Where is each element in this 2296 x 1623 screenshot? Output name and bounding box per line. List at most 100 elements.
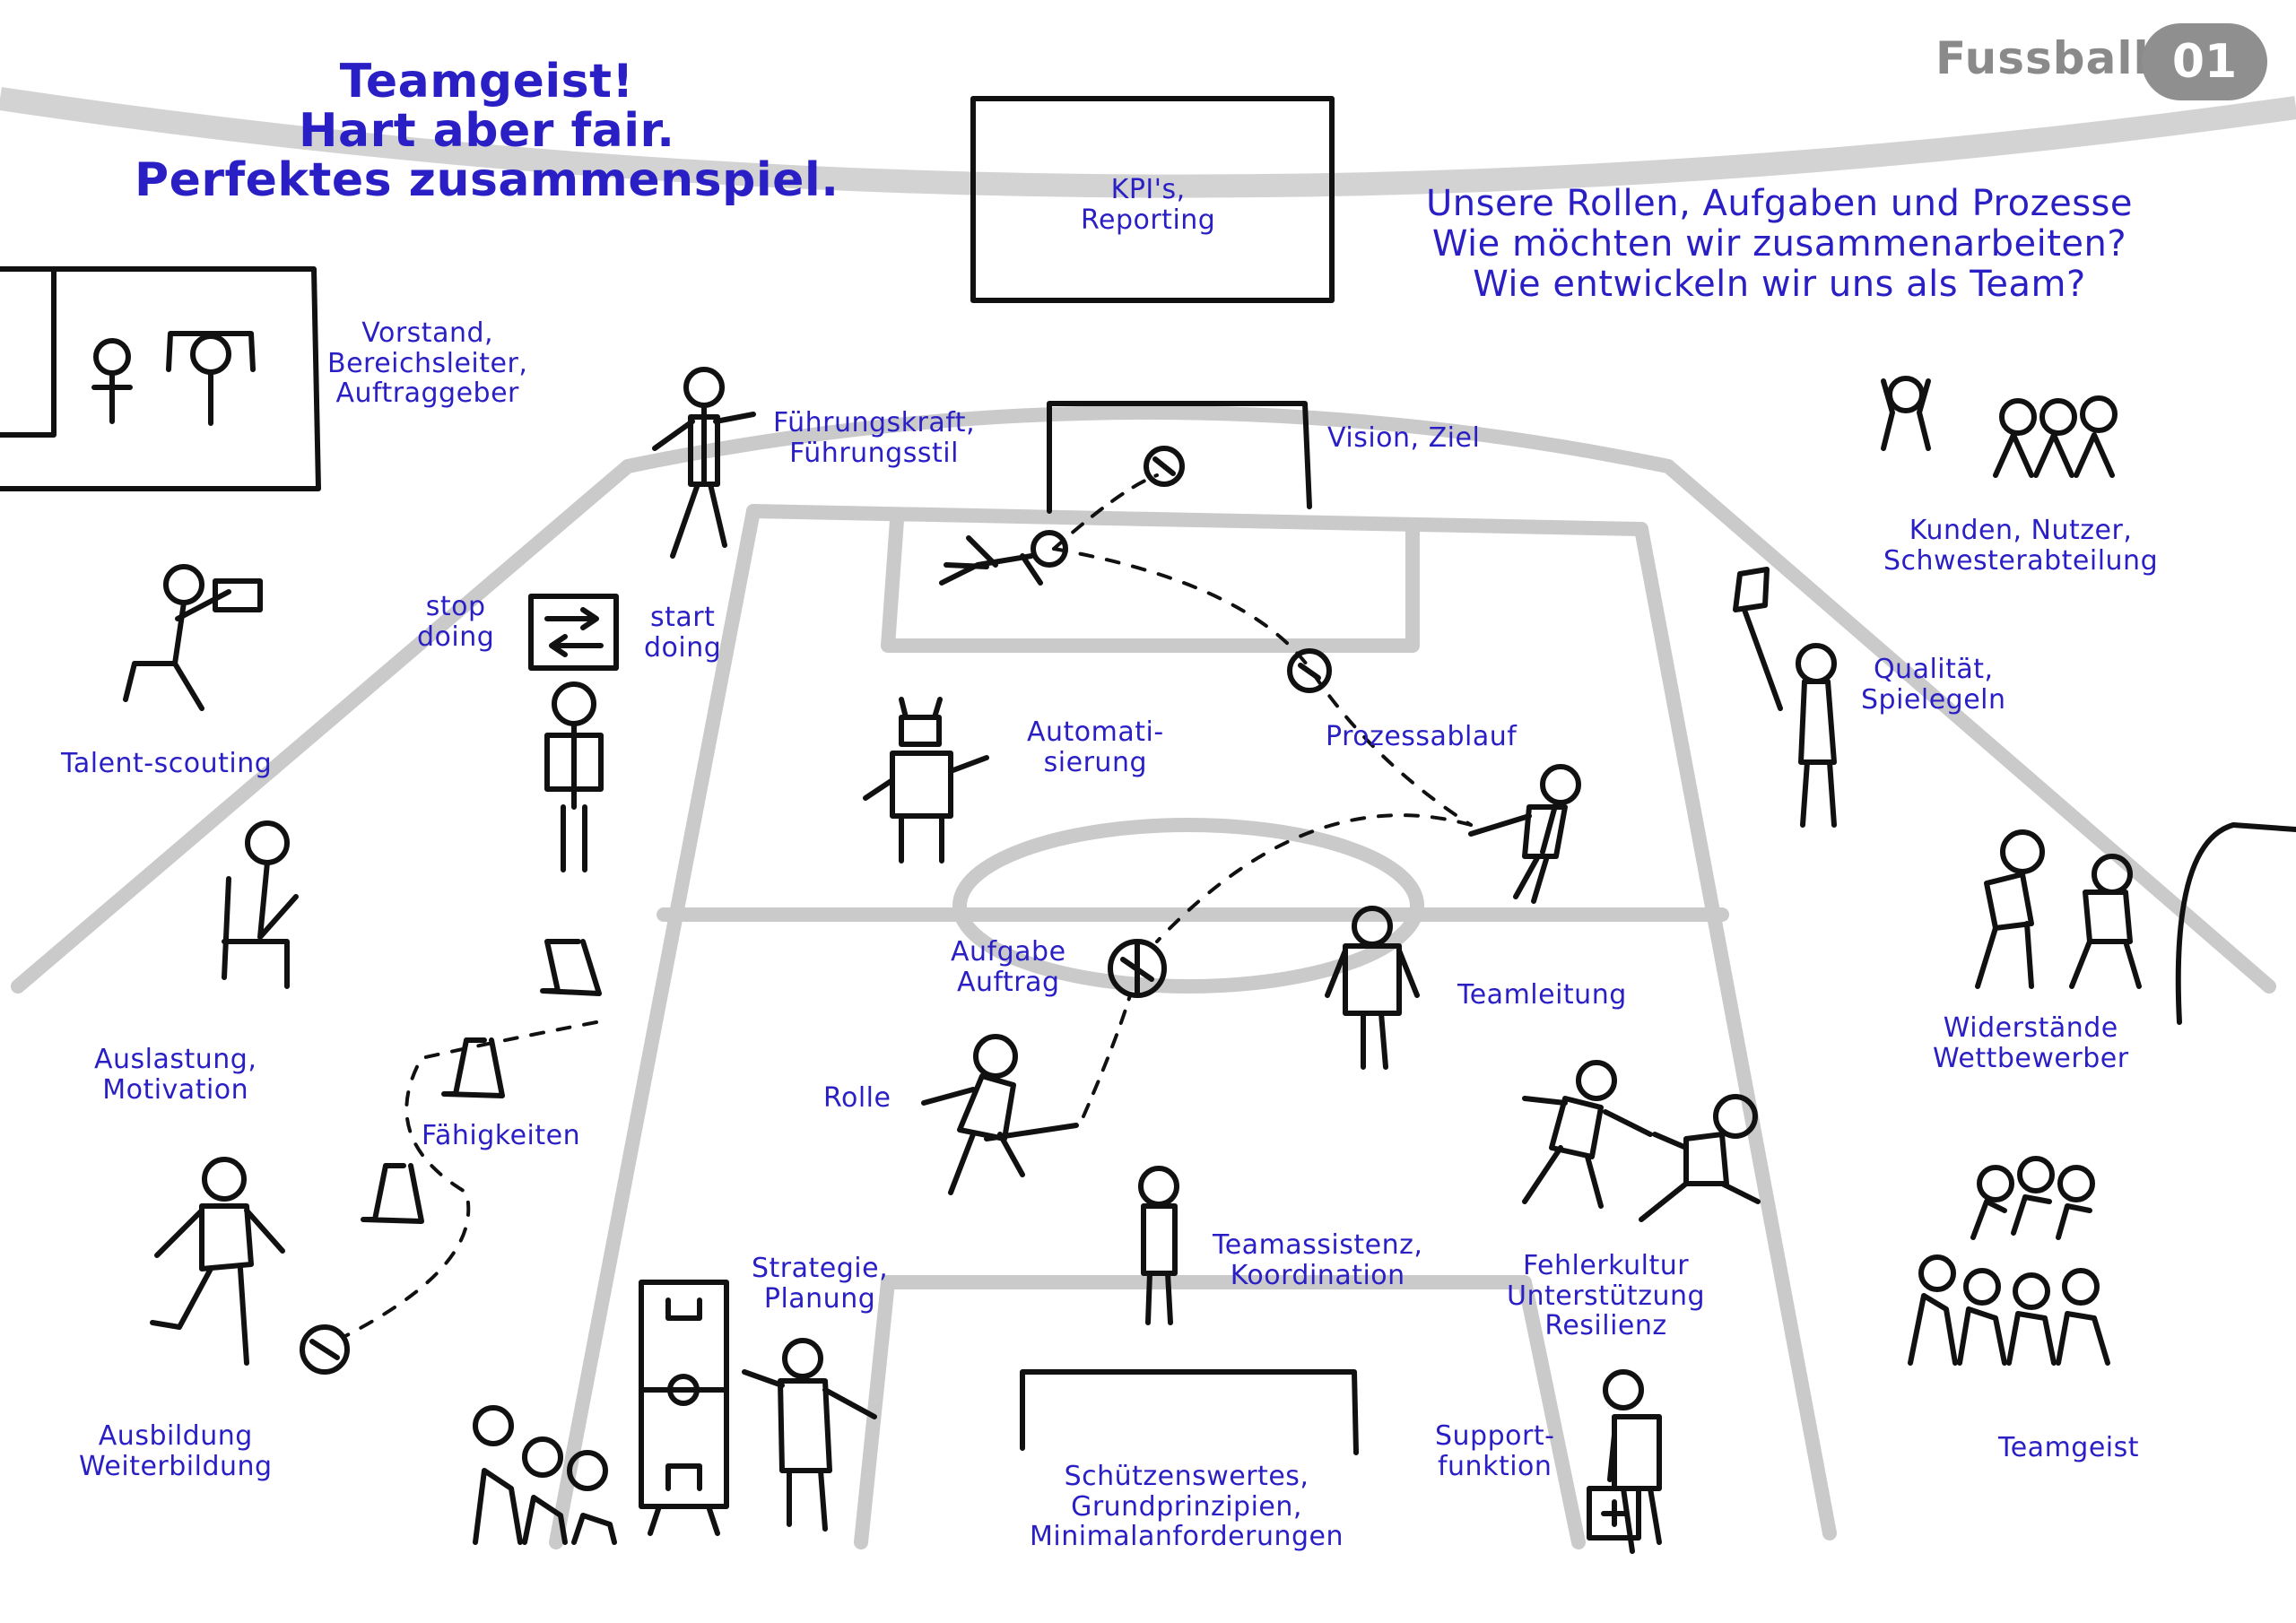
inner-far-line: [746, 504, 1648, 536]
label-line: Aufgabe: [951, 936, 1066, 968]
label-line: Koordination: [1230, 1259, 1405, 1291]
inner-right-line: [1634, 522, 1837, 1541]
support-helper-figure: [1587, 1369, 1662, 1554]
label-line: Schützenswertes,: [1064, 1461, 1309, 1492]
label-line: Strategie,: [752, 1253, 889, 1284]
manager-figure: [652, 367, 756, 559]
pitch-far-line: [621, 405, 1675, 473]
label-line: Bereichsleiter,: [327, 347, 528, 379]
team-assistant-figure: [1138, 1166, 1179, 1325]
label-line: Fehlerkultur: [1522, 1250, 1690, 1281]
seated-person-figure: [222, 820, 299, 989]
label-fehlerkultur: Fehlerkultur Unterstützung Resilienz: [1507, 1251, 1705, 1341]
far-goal: [1047, 401, 1312, 514]
label-line: Unterstützung: [1507, 1280, 1706, 1312]
team-lead-figure: [1325, 906, 1420, 1070]
question-line: Wie entwickeln wir uns als Team?: [1473, 263, 2086, 305]
competitors-figure: [1975, 822, 2296, 1025]
label-line: Planung: [763, 1282, 876, 1315]
referee-figure: [1733, 567, 1837, 828]
label-line: Teamgeist: [1998, 1432, 2140, 1463]
talent-scout-figure: [123, 564, 263, 711]
label-line: doing: [417, 621, 495, 653]
slogan-line: Teamgeist!: [339, 55, 634, 108]
label-line: Grundprinzipien,: [1071, 1490, 1302, 1523]
page-number-badge: 01: [2142, 23, 2267, 100]
label-line: KPI's,: [1110, 174, 1186, 205]
label-faehigkeiten: Fähigkeiten: [422, 1121, 580, 1151]
label-line: Prozessablauf: [1326, 721, 1518, 752]
audience-left-figure: [473, 1405, 617, 1545]
sketch-elements: [0, 96, 2296, 1554]
label-rolle: Rolle: [823, 1083, 891, 1114]
kpi-scoreboard: [970, 96, 1335, 303]
far-penalty-box: [881, 513, 1420, 653]
label-line: Fähigkeiten: [422, 1120, 581, 1151]
trajectory-pass: [1155, 813, 1473, 943]
label-line: Qualität,: [1873, 654, 1994, 685]
label-line: Talent-scouting: [61, 748, 273, 779]
process-player-figure: [1468, 764, 1581, 904]
label-line: doing: [644, 631, 722, 664]
ball-icon-mid: [1287, 648, 1332, 693]
pitch-left-sideline: [11, 459, 635, 994]
label-qualitaet: Qualität, Spielegeln: [1861, 655, 2006, 715]
label-start-doing: start doing: [644, 603, 721, 663]
label-teamleitung: Teamleitung: [1457, 980, 1627, 1011]
slogan-line: Hart aber fair.: [298, 104, 675, 159]
ball-icon-far: [1144, 446, 1185, 487]
label-support: Support- funktion: [1435, 1421, 1554, 1481]
label-fuehrung: Führungskraft, Führungsstil: [773, 408, 975, 468]
label-line: Spielegeln: [1861, 683, 2006, 716]
label-line: Vision, Ziel: [1327, 422, 1481, 454]
helping-players-figure: [1522, 1060, 1761, 1222]
label-line: Vorstand,: [361, 317, 494, 349]
label-ausbildung: Ausbildung Weiterbildung: [79, 1421, 273, 1481]
slogan-line: Perfektes zusammenspiel.: [135, 153, 839, 208]
label-line: Führungskraft,: [773, 407, 976, 438]
robot-figure: [863, 697, 989, 864]
ball-icon-center: [1108, 939, 1167, 998]
label-line: Weiterbildung: [79, 1450, 273, 1482]
pitch-right-sideline: [1661, 459, 2276, 994]
near-goal: [1020, 1369, 1359, 1455]
label-line: sierung: [1043, 746, 1147, 778]
label-teamgeist: Teamgeist: [1998, 1433, 2139, 1463]
label-auslastung: Auslastung, Motivation: [94, 1045, 257, 1105]
label-line: Auftraggeber: [335, 378, 519, 410]
label-line: Minimalanforderungen: [1030, 1521, 1344, 1553]
crowd-teamgeist-figure: [1908, 1156, 2110, 1366]
pitch-lines: [11, 405, 2276, 1549]
vip-person-right-icon: [166, 331, 256, 426]
label-line: Führungsstil: [789, 437, 959, 469]
label-line: Auftrag: [956, 966, 1060, 998]
label-line: Rolle: [823, 1082, 891, 1114]
ball-icon-left: [300, 1324, 350, 1375]
label-schuetzenswertes: Schützenswertes, Grundprinzipien, Minima…: [1030, 1462, 1344, 1552]
vip-person-left-icon: [91, 338, 133, 424]
near-penalty-box: [881, 1275, 1586, 1549]
label-teamassistenz: Teamassistenz, Koordination: [1213, 1230, 1422, 1290]
trajectory-head: [1052, 473, 1159, 551]
label-line: Resilienz: [1544, 1310, 1667, 1342]
stadium-band: [0, 87, 2296, 198]
role-player-figure: [921, 1034, 1079, 1195]
trajectory-process: [1052, 547, 1473, 827]
label-line: Teamassistenz,: [1213, 1229, 1423, 1261]
near-penalty-left: [854, 1275, 895, 1549]
cone-icon-3: [361, 1163, 424, 1224]
label-line: Automati-: [1027, 716, 1164, 748]
label-line: start: [649, 602, 716, 633]
inner-left-line: [549, 504, 761, 1549]
label-line: stop: [425, 591, 486, 622]
label-automatisierung: Automati- sierung: [1027, 717, 1164, 777]
slogan: Teamgeist! Hart aber fair. Perfektes zus…: [135, 55, 839, 208]
sign-holder-figure: [528, 594, 619, 872]
label-vorstand: Vorstand, Bereichsleiter, Auftraggeber: [327, 318, 527, 409]
label-line: Kunden, Nutzer,: [1909, 515, 2133, 546]
label-line: Reporting: [1081, 204, 1216, 236]
question-line: Unsere Rollen, Aufgaben und Prozesse: [1426, 183, 2133, 224]
training-player-figure: [150, 1157, 285, 1366]
